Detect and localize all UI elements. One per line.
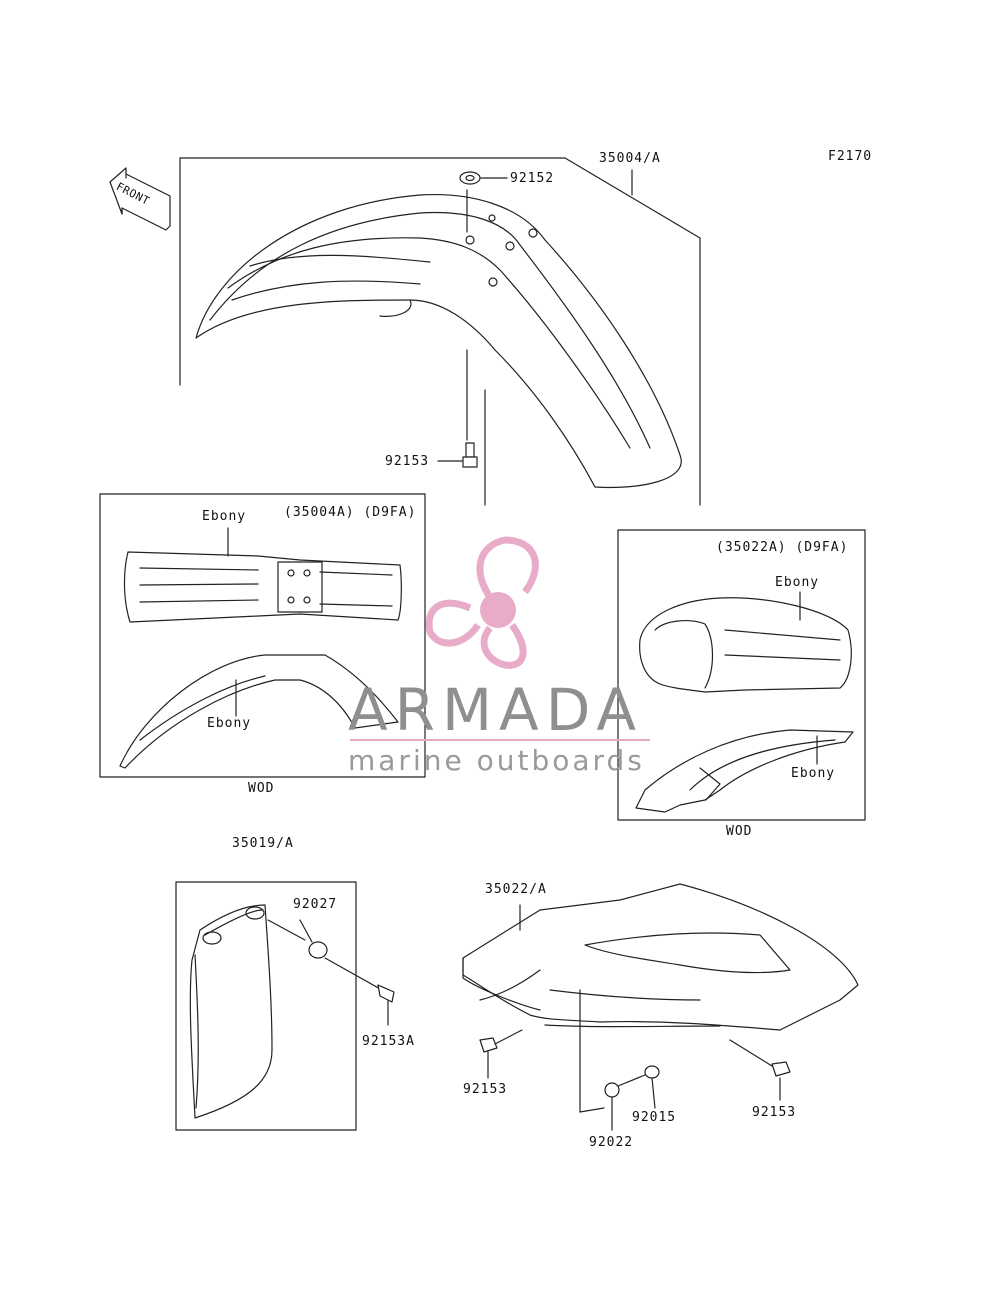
front-detail-color-bottom: Ebony — [207, 716, 252, 731]
rear-detail-color-bottom: Ebony — [791, 766, 836, 781]
front-direction-arrow-icon — [109, 167, 171, 231]
watermark-tagline: marine outboards — [348, 744, 645, 777]
front-detail-variant: WOD — [248, 781, 275, 796]
label-rear-fender: 35022/A — [485, 882, 547, 897]
rear-fender-drawing — [462, 883, 859, 1131]
label-guard-bolt: 92153A — [362, 1034, 415, 1049]
rear-fender-detail-box — [617, 529, 866, 821]
rear-detail-variant: WOD — [726, 824, 753, 839]
label-front-fender: 35004/A — [599, 151, 661, 166]
figure-code: F2170 — [828, 149, 873, 164]
watermark-divider — [350, 739, 650, 741]
nut-92152-icon — [459, 171, 508, 185]
label-rear-nut: 92015 — [632, 1110, 677, 1125]
bolt-92153-front-icon — [437, 442, 478, 468]
label-nut-top: 92152 — [510, 171, 555, 186]
label-bolt-front: 92153 — [385, 454, 430, 469]
rear-detail-header: (35022A) (D9FA) — [716, 540, 849, 555]
label-rear-bolt-right: 92153 — [752, 1105, 797, 1120]
front-detail-header: (35004A) (D9FA) — [284, 505, 417, 520]
label-guard-part: 35019/A — [232, 836, 294, 851]
rear-detail-color-top: Ebony — [775, 575, 820, 590]
armada-logo-icon — [425, 536, 539, 669]
front-fender-detail-box — [99, 493, 426, 778]
front-detail-color-top: Ebony — [202, 509, 247, 524]
label-guard-washer: 92027 — [293, 897, 338, 912]
front-fender-frame — [179, 157, 701, 506]
label-rear-washer: 92022 — [589, 1135, 634, 1150]
front-fender-drawing — [195, 189, 682, 489]
guard-detail-box — [175, 881, 395, 1131]
watermark-brand: ARMADA — [348, 676, 644, 744]
label-rear-bolt-left: 92153 — [463, 1082, 508, 1097]
